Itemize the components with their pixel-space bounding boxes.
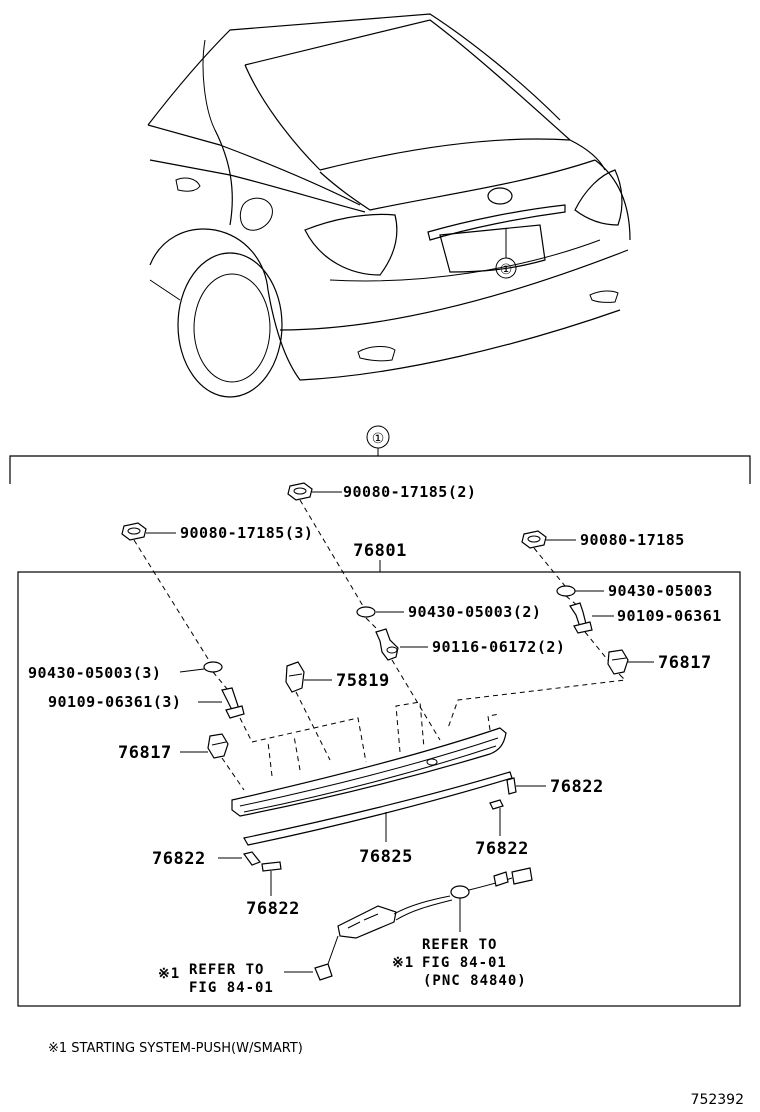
clip-right-icon [607, 649, 629, 675]
car-callout-marker: ① [500, 262, 513, 278]
bolt-mid-label: 90116-06172(2) [432, 638, 565, 656]
tape-right-upper-label: 76822 [550, 777, 604, 797]
car-illustration [147, 13, 631, 398]
tape-right-upper-icon [506, 777, 517, 795]
footnote: ※1 STARTING SYSTEM-PUSH(W/SMART) [48, 1041, 303, 1056]
push-switch-icon [337, 895, 453, 939]
nut-top-label: 90080-17185(2) [343, 483, 476, 501]
nut-right-label: 90080-17185 [580, 531, 685, 549]
washer-right-label: 90430-05003 [608, 582, 713, 600]
nut-left-icon [121, 522, 147, 541]
washer-left-label: 90430-05003(3) [28, 664, 161, 682]
clip-mid-label: 75819 [336, 671, 390, 691]
assembly-box [17, 571, 741, 1007]
assembly-bracket [9, 455, 751, 484]
washer-left-icon [203, 661, 223, 673]
washer-mid-icon [356, 606, 376, 618]
clip-left-label: 76817 [118, 743, 172, 763]
assembly-callout-marker: ① [372, 431, 385, 447]
clip-mid-icon [285, 661, 305, 693]
ref-right-line2: FIG 84-01 [422, 955, 507, 971]
ref-right-line3: (PNC 84840) [423, 973, 527, 989]
nut-left-label: 90080-17185(3) [180, 524, 313, 542]
bolt-mid-icon [375, 628, 399, 661]
tape-right-lower-label: 76822 [475, 839, 529, 859]
ref-left-mark: ※1 [158, 966, 180, 982]
screw-left-icon [221, 687, 245, 719]
tape-right-lower-icon [489, 799, 504, 810]
screw-right-icon [569, 602, 593, 634]
ref-left-line1: REFER TO [189, 962, 264, 978]
nut-right-icon [521, 530, 547, 549]
tape-left-upper-icon [242, 851, 261, 866]
garnish-label: 76825 [359, 847, 413, 867]
tape-left-lower-label: 76822 [246, 899, 300, 919]
tape-left-lower-icon [261, 861, 282, 872]
screw-right-label: 90109-06361 [617, 607, 722, 625]
ref-right-mark: ※1 [392, 955, 414, 971]
washer-right-icon [556, 585, 576, 597]
clip-left-icon [207, 733, 229, 759]
washer-mid-label: 90430-05003(2) [408, 603, 541, 621]
figure-number: 752392 [691, 1092, 744, 1108]
cable-connector-icon [450, 867, 533, 899]
tape-left-upper-label: 76822 [152, 849, 206, 869]
assembly-label: 76801 [353, 541, 407, 561]
garnish-main [231, 727, 507, 817]
nut-top-icon [287, 482, 313, 501]
ref-right-line1: REFER TO [422, 937, 497, 953]
ref-left-line2: FIG 84-01 [189, 980, 274, 996]
clip-right-label: 76817 [658, 653, 712, 673]
ref-screw-icon [314, 935, 339, 981]
screw-left-label: 90109-06361(3) [48, 693, 181, 711]
